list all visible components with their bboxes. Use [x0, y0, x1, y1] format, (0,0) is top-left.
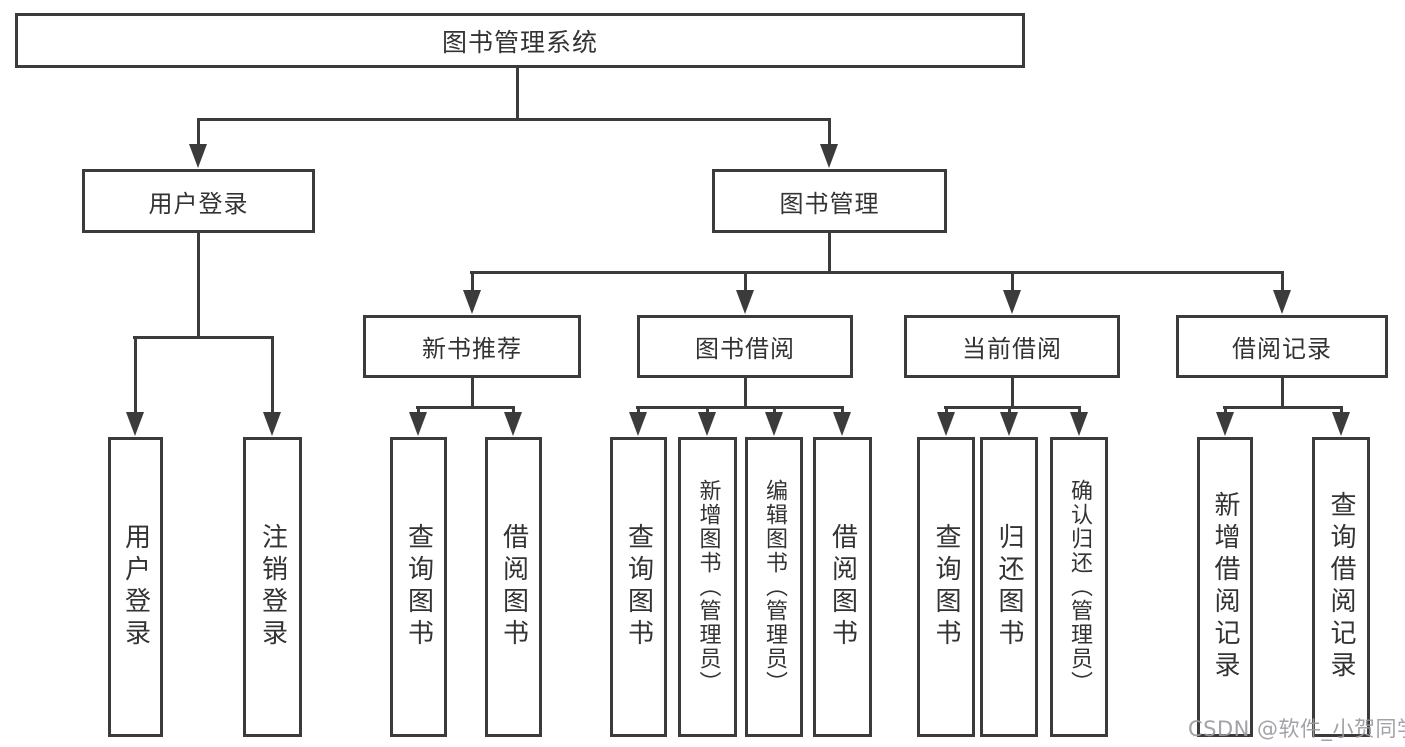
- node-book-management: 图书管理: [712, 169, 947, 233]
- connector-line: [944, 406, 1081, 409]
- connector-line: [744, 378, 747, 409]
- connector-line: [1281, 378, 1284, 409]
- arrow-down-icon: [126, 337, 144, 436]
- leaf-current-return-books: 归还图书: [980, 437, 1038, 737]
- arrow-down-icon: [833, 407, 851, 436]
- leaf-recommend-query-books: 查询图书: [390, 437, 447, 737]
- node-book-borrowing: 图书借阅: [637, 315, 853, 378]
- leaf-current-confirm-return-admin: 确认归还（管理员）: [1050, 437, 1108, 737]
- node-user-login: 用户登录: [82, 169, 315, 233]
- leaf-user-login: 用户登录: [108, 437, 163, 737]
- leaf-borrowing-add-books-admin: 新增图书（管理员）: [678, 437, 737, 737]
- connector-line: [516, 68, 519, 121]
- node-new-book-recommend: 新书推荐: [363, 315, 581, 378]
- node-current-borrowing: 当前借阅: [904, 315, 1120, 378]
- leaf-borrowing-query-books: 查询图书: [610, 437, 667, 737]
- connector-line: [1223, 406, 1343, 409]
- arrow-down-icon: [1003, 272, 1021, 314]
- arrow-down-icon: [1273, 272, 1291, 314]
- arrow-down-icon: [820, 119, 838, 168]
- connector-line: [470, 271, 1284, 274]
- arrow-down-icon: [1070, 407, 1088, 436]
- arrow-down-icon: [937, 407, 955, 436]
- arrow-down-icon: [1000, 407, 1018, 436]
- arrow-down-icon: [629, 407, 647, 436]
- arrow-down-icon: [1216, 407, 1234, 436]
- connector-line: [471, 378, 474, 409]
- connector-line: [636, 406, 844, 409]
- connector-line: [1011, 378, 1014, 409]
- connector-line: [197, 233, 200, 339]
- arrow-down-icon: [765, 407, 783, 436]
- arrow-down-icon: [736, 272, 754, 314]
- leaf-borrowing-edit-books-admin: 编辑图书（管理员）: [745, 437, 803, 737]
- leaf-records-query-record: 查询借阅记录: [1312, 437, 1370, 737]
- csdn-watermark: CSDN @软件_小贺同学: [1188, 717, 1405, 741]
- leaf-records-add-record: 新增借阅记录: [1197, 437, 1253, 737]
- arrow-down-icon: [504, 407, 522, 436]
- connector-line: [133, 336, 274, 339]
- arrow-down-icon: [409, 407, 427, 436]
- arrow-down-icon: [463, 272, 481, 314]
- arrow-down-icon: [1332, 407, 1350, 436]
- leaf-logout: 注销登录: [243, 437, 302, 737]
- leaf-borrowing-borrow-books: 借阅图书: [813, 437, 872, 737]
- node-borrowing-records: 借阅记录: [1176, 315, 1388, 378]
- connector-line: [828, 233, 831, 274]
- node-root-library-system: 图书管理系统: [15, 13, 1025, 68]
- leaf-current-query-books: 查询图书: [917, 437, 975, 737]
- leaf-recommend-borrow-books: 借阅图书: [485, 437, 542, 737]
- arrow-down-icon: [263, 337, 281, 436]
- connector-line: [416, 406, 515, 409]
- connector-line: [197, 118, 831, 121]
- arrow-down-icon: [189, 119, 207, 168]
- arrow-down-icon: [698, 407, 716, 436]
